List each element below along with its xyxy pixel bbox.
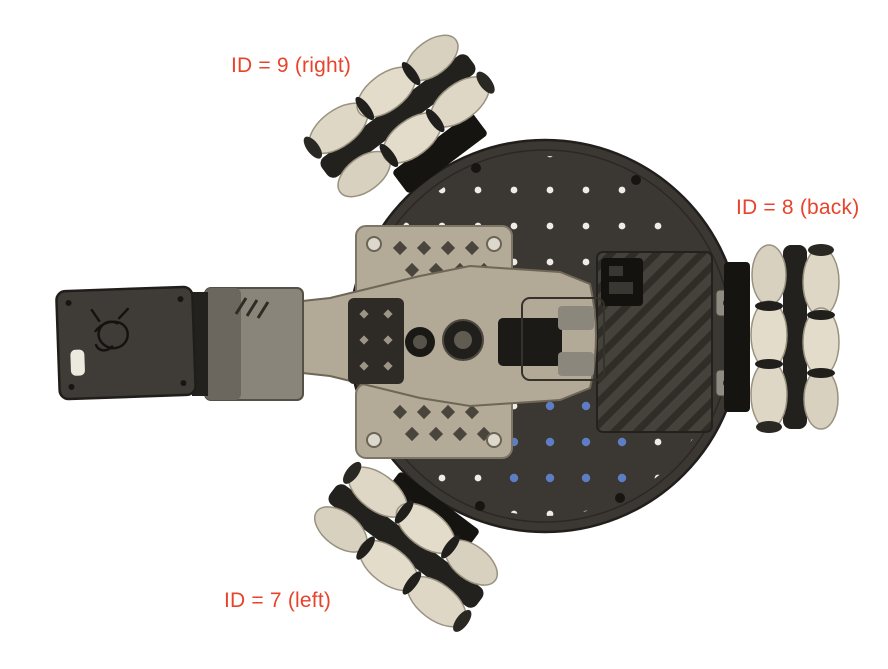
omni-wheel-id8-back	[750, 243, 840, 434]
wheel-bracket-top	[393, 113, 487, 193]
end-effector-plate	[55, 285, 197, 401]
vent-panel	[596, 251, 713, 433]
plate-slot	[70, 349, 85, 376]
logo-mark	[90, 307, 130, 352]
gripper-block	[498, 318, 562, 366]
plate-blue-holes	[509, 401, 627, 483]
wheel-bracket-right	[724, 262, 750, 412]
manipulator-arm	[55, 264, 605, 408]
annotation-wheel-9: ID = 9 (right)	[231, 54, 352, 77]
annotation-wheel-8: ID = 8 (back)	[736, 196, 860, 219]
annotation-wheel-7: ID = 7 (left)	[224, 589, 332, 612]
forearm-vents	[234, 297, 270, 319]
